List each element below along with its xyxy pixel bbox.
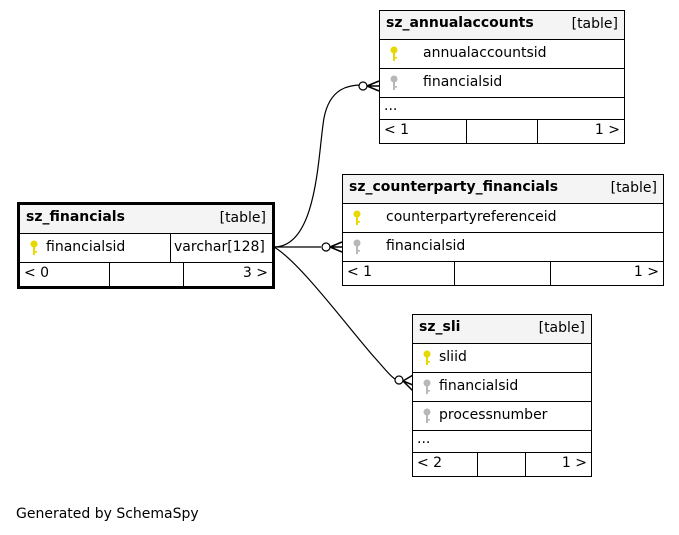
children-count-cell: 1 >: [526, 453, 591, 476]
foreign-key-icon: [390, 75, 398, 90]
foreign-key-icon: [423, 379, 431, 394]
parents-count-cell: < 2: [413, 453, 478, 476]
primary-key-icon: [423, 350, 431, 365]
children-count: 1 >: [633, 264, 659, 280]
parents-count: < 0: [24, 265, 50, 281]
parents-count: < 1: [347, 264, 373, 280]
table-footer: < 1 1 >: [343, 262, 663, 285]
parents-count: < 1: [384, 122, 410, 138]
column-name[interactable]: processnumber: [439, 407, 548, 423]
footer-spacer: [478, 453, 526, 476]
table-sz-financials[interactable]: sz_financials [table] financialsid varch…: [17, 202, 275, 289]
table-header: sz_sli [table]: [413, 315, 591, 344]
table-header: sz_annualaccounts [table]: [380, 11, 624, 40]
column-name[interactable]: financialsid: [46, 239, 126, 255]
table-name[interactable]: sz_sli: [419, 319, 461, 335]
table-footer: < 1 1 >: [380, 120, 624, 143]
column-name[interactable]: sliid: [439, 349, 467, 365]
table-sz-annualaccounts[interactable]: sz_annualaccounts [table] annualaccounts…: [379, 10, 625, 144]
column-row[interactable]: financialsid: [343, 233, 663, 262]
column-row[interactable]: processnumber: [413, 402, 591, 431]
children-count: 1 >: [594, 122, 620, 138]
column-row[interactable]: financialsid varchar[128]: [20, 234, 272, 263]
column-row[interactable]: annualaccountsid: [380, 40, 624, 69]
column-row[interactable]: sliid: [413, 344, 591, 373]
table-sz-sli[interactable]: sz_sli [table] sliid financialsid proces…: [412, 314, 592, 477]
children-count: 3 >: [242, 265, 268, 281]
generated-by-text: Generated by SchemaSpy: [16, 506, 199, 522]
table-name[interactable]: sz_financials: [26, 209, 125, 225]
edge-crowfoot-counterparty: [329, 241, 343, 253]
column-datatype: varchar[128]: [174, 239, 265, 255]
parents-count-cell: < 1: [380, 120, 467, 143]
footer-spacer: [110, 263, 184, 286]
column-name[interactable]: financialsid: [439, 378, 519, 394]
children-count-cell: 1 >: [538, 120, 624, 143]
table-name[interactable]: sz_counterparty_financials: [349, 179, 559, 195]
column-row[interactable]: counterpartyreferenceid: [343, 204, 663, 233]
column-row[interactable]: financialsid: [380, 69, 624, 98]
table-footer: < 0 3 >: [20, 263, 272, 286]
children-count-cell: 1 >: [551, 262, 663, 285]
column-row[interactable]: financialsid: [413, 373, 591, 402]
table-type: [table]: [610, 180, 657, 196]
edge-financials-sli: [273, 246, 396, 380]
children-count-cell: 3 >: [184, 263, 272, 286]
edge-end-circle-annualaccounts: [358, 81, 368, 91]
column-name[interactable]: financialsid: [423, 74, 503, 90]
primary-key-icon: [30, 240, 38, 255]
more-columns: ...: [380, 98, 624, 120]
table-sz-counterparty-financials[interactable]: sz_counterparty_financials [table] count…: [342, 174, 664, 286]
table-header: sz_financials [table]: [20, 205, 272, 234]
edge-crowfoot-sli: [402, 374, 414, 392]
foreign-key-icon: [423, 408, 431, 423]
table-type: [table]: [219, 210, 266, 226]
table-footer: < 2 1 >: [413, 453, 591, 476]
edge-crowfoot-annualaccounts: [366, 80, 380, 92]
children-count: 1 >: [561, 455, 587, 471]
footer-spacer: [467, 120, 538, 143]
primary-key-icon: [390, 46, 398, 61]
edge-end-circle-counterparty: [321, 242, 331, 252]
table-name[interactable]: sz_annualaccounts: [386, 15, 534, 31]
ellipsis: ...: [417, 431, 431, 447]
column-name[interactable]: annualaccountsid: [423, 45, 547, 61]
table-header: sz_counterparty_financials [table]: [343, 175, 663, 204]
table-type: [table]: [538, 320, 585, 336]
column-name[interactable]: counterpartyreferenceid: [386, 209, 557, 225]
footer-spacer: [455, 262, 551, 285]
table-type: [table]: [571, 16, 618, 32]
parents-count: < 2: [417, 455, 443, 471]
column-divider: [170, 234, 171, 262]
more-columns: ...: [413, 431, 591, 453]
parents-count-cell: < 1: [343, 262, 455, 285]
edge-financials-annualaccounts: [273, 84, 363, 248]
primary-key-icon: [353, 210, 361, 225]
foreign-key-icon: [353, 239, 361, 254]
column-name[interactable]: financialsid: [386, 238, 466, 254]
parents-count-cell: < 0: [20, 263, 110, 286]
edge-end-circle-sli: [394, 375, 404, 385]
ellipsis: ...: [384, 98, 398, 114]
